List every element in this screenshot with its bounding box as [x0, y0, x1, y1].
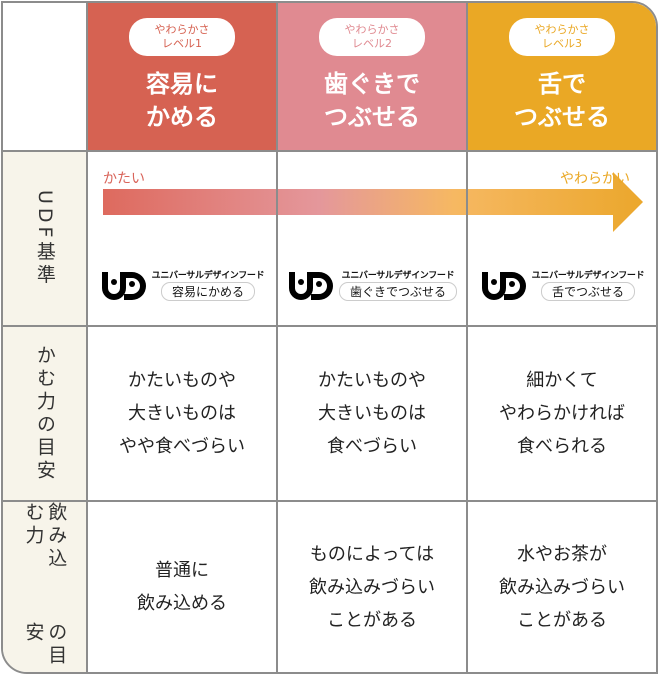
- badge-text: やわらかさ: [344, 22, 400, 36]
- row-label-bite: かむ力の目安: [3, 327, 88, 502]
- label-part: 飲み込む力: [22, 502, 68, 571]
- badge-level: レベル2: [352, 36, 392, 50]
- udf-level3: ユニバーサルデザインフード舌でつぶせる: [468, 152, 656, 327]
- level2-header: やわらかさレベル2 歯ぐきでつぶせる: [278, 3, 468, 152]
- logo-brand: ユニバーサルデザインフード: [151, 271, 265, 281]
- row-label-swallow: 飲み込む力の目安: [3, 502, 88, 672]
- badge-text: やわらかさ: [534, 22, 590, 36]
- logo-label: 歯ぐきでつぶせる: [338, 282, 457, 301]
- swallow-level3: 水やお茶が 飲み込みづらい ことがある: [499, 543, 625, 631]
- level3-title: 舌でつぶせる: [514, 69, 610, 131]
- badge-text: やわらかさ: [154, 22, 210, 36]
- level1-title: 容易にかめる: [146, 69, 218, 131]
- bite-level1: かたいものや 大きいものは やや食べづらい: [88, 327, 278, 502]
- bite-level2: かたいものや 大きいものは 食べづらい: [278, 327, 468, 502]
- logo-label: 舌でつぶせる: [540, 282, 635, 301]
- level3-header: やわらかさレベル3 舌でつぶせる: [468, 3, 656, 152]
- level2-badge: やわらかさレベル2: [319, 17, 425, 56]
- logo-label: 容易にかめる: [160, 282, 255, 301]
- label-part: の目安: [22, 621, 68, 668]
- level1-badge: やわらかさレベル1: [129, 17, 235, 56]
- bite-level3: 細かくて やわらかければ 食べられる: [468, 327, 656, 502]
- udf-logo-icon: [288, 271, 333, 300]
- badge-level: レベル3: [542, 36, 582, 50]
- corner-cell: [3, 3, 88, 152]
- udf-logo-icon: [101, 271, 146, 300]
- row-label-udf: UDF基準: [3, 152, 88, 327]
- swallow-level1: 普通に 飲み込める: [88, 502, 278, 672]
- udf-level2: ユニバーサルデザインフード歯ぐきでつぶせる: [278, 152, 468, 327]
- level2-title: 歯ぐきでつぶせる: [324, 69, 420, 131]
- badge-level: レベル1: [162, 36, 202, 50]
- udf-row: かたい やわらかい ユニバーサルデザインフード容易にかめる ユニバーサルデザイン…: [88, 152, 656, 327]
- udf-logo-icon: [481, 271, 526, 300]
- swallow-level2: ものによっては 飲み込みづらい ことがある: [278, 502, 468, 672]
- logo-brand: ユニバーサルデザインフード: [531, 271, 645, 281]
- udf-level1: ユニバーサルデザインフード容易にかめる: [88, 152, 278, 327]
- level3-badge: やわらかさレベル3: [509, 17, 615, 56]
- hard-label: かたい: [103, 171, 145, 187]
- logo-brand: ユニバーサルデザインフード: [341, 271, 455, 281]
- soft-label: やわらかい: [560, 171, 630, 187]
- level1-header: やわらかさレベル1 容易にかめる: [88, 3, 278, 152]
